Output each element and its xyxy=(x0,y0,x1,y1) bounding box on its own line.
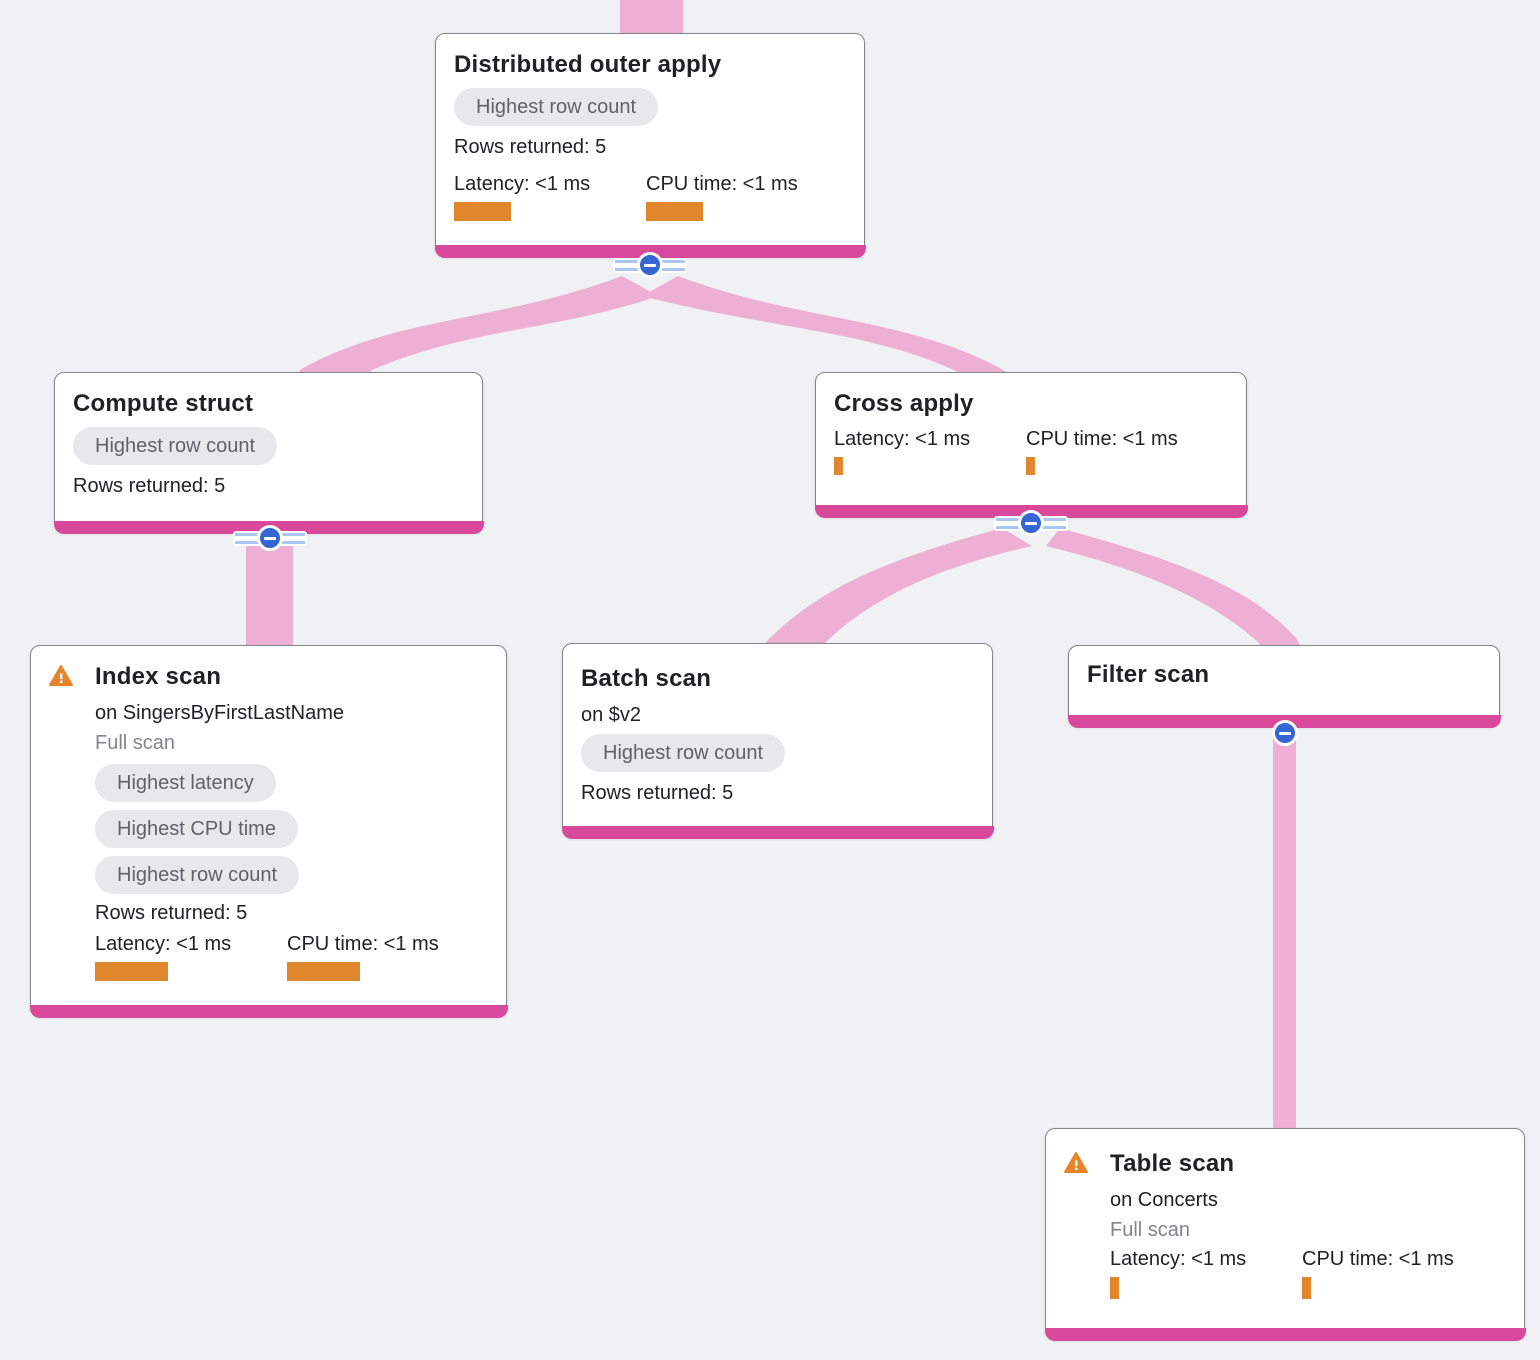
badge-highest-cpu-time: Highest CPU time xyxy=(95,810,298,848)
rows-returned: Rows returned: 5 xyxy=(454,136,607,158)
node-subtitle: on Concerts xyxy=(1110,1189,1218,1211)
warning-icon xyxy=(1064,1152,1088,1173)
cpu-time-label: CPU time: <1 ms xyxy=(646,173,798,195)
node-table-scan[interactable]: Table scan on Concerts Full scan Latency… xyxy=(1044,1128,1526,1341)
cpu-time-bar xyxy=(1302,1277,1311,1299)
edge-compute-struct-to-index-scan xyxy=(246,520,293,660)
node-accent-bar xyxy=(29,1004,508,1018)
latency-bar xyxy=(95,962,168,981)
cpu-time-bar xyxy=(646,202,703,221)
node-subtitle: on SingersByFirstLastName xyxy=(95,702,344,724)
collapse-button-filter-scan[interactable] xyxy=(1272,720,1298,746)
collapse-minus-icon[interactable] xyxy=(1018,510,1044,536)
latency-bar xyxy=(834,457,843,475)
node-title: Compute struct xyxy=(73,390,254,417)
badge-highest-row-count: Highest row count xyxy=(73,427,278,465)
latency-bar xyxy=(454,202,511,221)
cpu-time-bar xyxy=(287,962,360,981)
node-subtitle: on $v2 xyxy=(581,704,642,726)
cpu-time-bar xyxy=(1026,457,1035,475)
edge-root-to-cross-apply xyxy=(642,276,1052,418)
node-title: Filter scan xyxy=(1087,661,1210,688)
badge-highest-row-count: Highest row count xyxy=(581,734,786,772)
edge-cross-apply-to-batch-scan xyxy=(752,528,1032,670)
scan-mode: Full scan xyxy=(1110,1219,1191,1241)
node-title: Table scan xyxy=(1110,1150,1235,1177)
rows-returned: Rows returned: 5 xyxy=(73,475,226,497)
latency-label: Latency: <1 ms xyxy=(834,428,971,450)
badge-highest-row-count: Highest row count xyxy=(454,88,659,126)
cpu-time-label: CPU time: <1 ms xyxy=(1026,428,1178,450)
cpu-time-label: CPU time: <1 ms xyxy=(287,933,439,955)
latency-label: Latency: <1 ms xyxy=(454,173,591,195)
collapse-minus-icon[interactable] xyxy=(637,252,663,278)
edge-cross-apply-to-filter-scan xyxy=(1046,528,1306,668)
edge-filter-scan-to-table-scan xyxy=(1273,700,1296,1140)
node-filter-scan[interactable]: Filter scan xyxy=(1067,645,1501,728)
node-accent-bar xyxy=(434,244,866,258)
node-compute-struct[interactable]: Compute struct Highest row count Rows re… xyxy=(53,372,484,534)
badge-highest-row-count: Highest row count xyxy=(95,856,300,894)
latency-label: Latency: <1 ms xyxy=(1110,1248,1247,1270)
warning-icon xyxy=(49,665,73,686)
node-title: Cross apply xyxy=(834,390,974,417)
rows-returned: Rows returned: 5 xyxy=(95,902,248,924)
node-index-scan[interactable]: Index scan on SingersByFirstLastName Ful… xyxy=(29,645,508,1018)
collapse-minus-icon[interactable] xyxy=(257,525,283,551)
edge-root-to-compute-struct xyxy=(283,276,658,418)
node-accent-bar xyxy=(561,825,994,839)
rows-returned: Rows returned: 5 xyxy=(581,782,734,804)
node-title: Index scan xyxy=(95,663,222,690)
latency-label: Latency: <1 ms xyxy=(95,933,232,955)
cpu-time-label: CPU time: <1 ms xyxy=(1302,1248,1454,1270)
node-cross-apply[interactable]: Cross apply Latency: <1 ms CPU time: <1 … xyxy=(814,372,1248,518)
badge-highest-latency: Highest latency xyxy=(95,764,276,802)
node-distributed-outer-apply[interactable]: Distributed outer apply Highest row coun… xyxy=(434,33,866,258)
node-batch-scan[interactable]: Batch scan on $v2 Highest row count Rows… xyxy=(561,643,994,839)
latency-bar xyxy=(1110,1277,1119,1299)
node-title: Batch scan xyxy=(581,665,712,692)
node-title: Distributed outer apply xyxy=(454,51,722,78)
node-accent-bar xyxy=(1044,1327,1526,1341)
scan-mode: Full scan xyxy=(95,732,176,754)
